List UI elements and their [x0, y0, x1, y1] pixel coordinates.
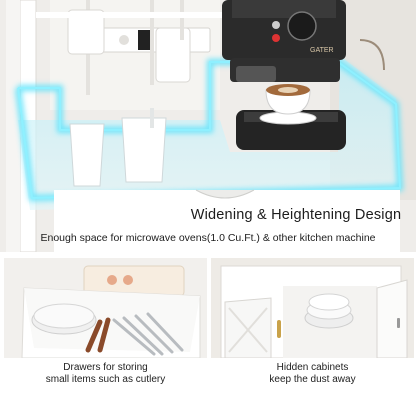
cutlery [112, 312, 184, 356]
drawer-panel-image [4, 258, 207, 358]
cabinet-caption: Hidden cabinets keep the dust away [211, 362, 414, 386]
hero-image: GATER Widening & Heightening Design Enou… [0, 0, 416, 252]
drawer-caption-line2: small items such as cutlery [45, 374, 166, 385]
brand-label: GATER [310, 47, 334, 54]
feature-title: Widening & Heightening Design [190, 207, 402, 223]
feature-panels [0, 252, 416, 416]
hanging-mug [155, 27, 191, 83]
cabinet-caption-line2: keep the dust away [269, 374, 356, 385]
cabinet-illustration [211, 258, 414, 358]
cabinet-panel-image [211, 258, 414, 358]
hero-illustration: GATER [0, 0, 416, 252]
cabinet-caption-line1: Hidden cabinets [276, 362, 349, 373]
hanging-mug [67, 9, 105, 55]
feature-subtitle: Enough space for microwave ovens(1.0 Cu.… [40, 232, 376, 244]
drawer-caption: Drawers for storing small items such as … [4, 362, 207, 386]
drawer-illustration [4, 258, 207, 358]
drawer-caption-line1: Drawers for storing [63, 362, 148, 373]
coffee-machine [222, 0, 346, 150]
